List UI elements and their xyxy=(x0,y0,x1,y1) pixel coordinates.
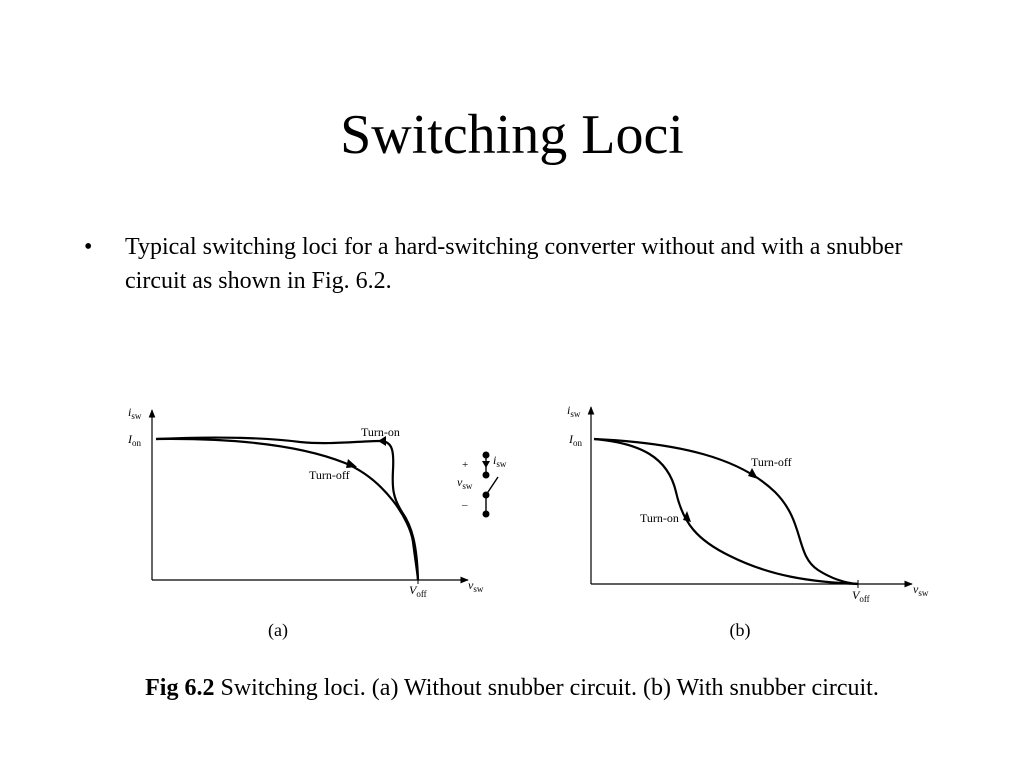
switch-v-sub: sw xyxy=(462,481,473,491)
panel-a-turn-off-arrow xyxy=(346,459,357,468)
switch-minus: – xyxy=(461,499,468,511)
svg-text:vsw: vsw xyxy=(457,475,473,491)
bullet-item: • Typical switching loci for a hard-swit… xyxy=(84,230,944,298)
svg-text:Ion: Ion xyxy=(127,432,142,448)
switch-i-label: i xyxy=(493,453,496,467)
switch-terminal-bottom xyxy=(482,510,490,518)
panel-b-turn-off-curve xyxy=(593,437,859,586)
panel-b-voff-sub: off xyxy=(859,594,869,604)
switch-blade xyxy=(485,476,499,496)
figure-caption-number: Fig 6.2 xyxy=(145,675,215,701)
panel-b-ion-sub: on xyxy=(573,438,583,448)
panel-a-y-label: i xyxy=(128,405,131,419)
switch-symbol: + vsw – isw xyxy=(457,451,507,518)
switch-current-arrow xyxy=(482,461,490,468)
panel-b-turn-on-curve xyxy=(593,437,859,586)
svg-text:vsw: vsw xyxy=(913,582,929,598)
panel-b-turn-on-arrow xyxy=(683,511,691,522)
panel-a-voff-sub: off xyxy=(416,589,426,599)
panel-a-ion-sub: on xyxy=(132,438,142,448)
panel-b-x-label: v xyxy=(913,582,919,596)
panel-a-voff-label: V xyxy=(409,583,418,597)
panel-b-voff-label: V xyxy=(852,588,861,602)
panel-b-x-label-sub: sw xyxy=(918,588,929,598)
panel-b-turn-off-label: Turn-off xyxy=(751,455,792,469)
panel-a-turn-off-label: Turn-off xyxy=(309,468,350,482)
bullet-marker: • xyxy=(84,234,93,260)
panel-a-subcaption: (a) xyxy=(268,620,288,641)
switch-contact-top xyxy=(482,471,490,479)
figure-caption-text: Switching loci. (a) Without snubber circ… xyxy=(214,675,879,701)
slide-title: Switching Loci xyxy=(340,104,684,166)
panel-a-turn-off-curve xyxy=(155,437,420,581)
panel-a-x-label: v xyxy=(468,578,474,592)
svg-text:isw: isw xyxy=(493,453,507,469)
switch-plus: + xyxy=(462,459,468,471)
panel-b-y-label: i xyxy=(567,403,570,417)
panel-b-subcaption: (b) xyxy=(730,620,751,641)
switch-v-label: v xyxy=(457,475,463,489)
svg-text:Voff: Voff xyxy=(852,588,870,604)
panel-a-x-label-sub: sw xyxy=(473,584,484,594)
switch-i-sub: sw xyxy=(496,459,507,469)
panel-a-turn-on-arrow xyxy=(378,436,386,446)
svg-text:isw: isw xyxy=(567,403,581,419)
panel-a-y-label-sub: sw xyxy=(131,411,142,421)
panel-a-turn-on-label: Turn-on xyxy=(361,425,400,439)
panel-a: isw Ion vsw Voff Turn-on Turn-off (a) xyxy=(127,405,484,641)
svg-text:isw: isw xyxy=(128,405,142,421)
panel-b-turn-on-label: Turn-on xyxy=(640,511,679,525)
panel-b-y-label-sub: sw xyxy=(570,409,581,419)
figure-caption: Fig 6.2 Switching loci. (a) Without snub… xyxy=(100,672,924,704)
switching-loci-figure: isw Ion vsw Voff Turn-on Turn-off (a) + xyxy=(127,403,929,641)
panel-b-ion-label: I xyxy=(568,432,574,446)
panel-b-turn-off-arrow xyxy=(748,468,758,479)
switch-terminal-top xyxy=(482,451,490,459)
panel-a-turn-on-curve xyxy=(155,436,420,581)
bullet-text: Typical switching loci for a hard-switch… xyxy=(125,234,903,294)
panel-b: isw Ion vsw Voff Turn-off Turn-on (b) xyxy=(567,403,929,641)
panel-a-ion-label: I xyxy=(127,432,133,446)
svg-text:Ion: Ion xyxy=(568,432,583,448)
svg-text:Voff: Voff xyxy=(409,583,427,599)
svg-text:vsw: vsw xyxy=(468,578,484,594)
